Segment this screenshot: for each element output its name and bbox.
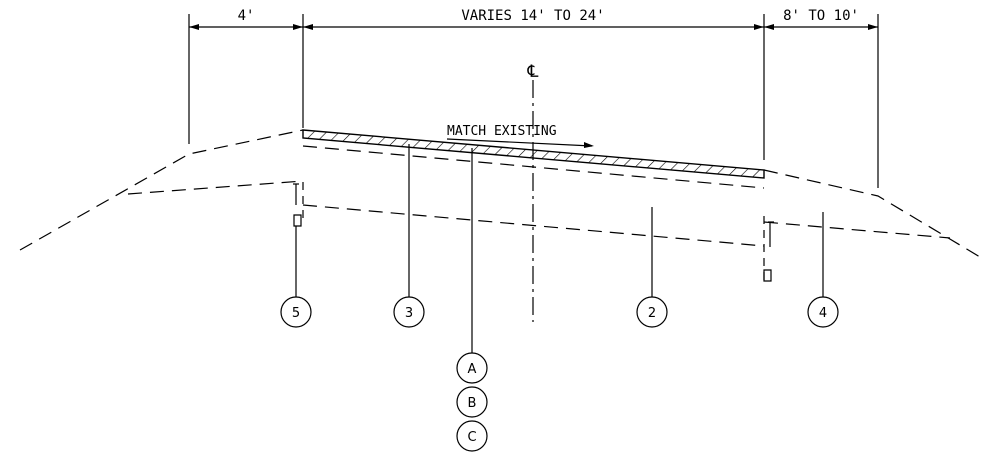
callout-a-label: A <box>468 362 477 377</box>
dimension-extension-lines <box>188 14 879 188</box>
match-existing-label: MATCH EXISTING <box>447 124 557 139</box>
embankment-lines <box>19 129 986 261</box>
callout-3-label: 3 <box>405 306 413 321</box>
callout-b: B <box>456 386 488 418</box>
dimension-lines <box>189 24 878 30</box>
match-existing-arrow <box>446 138 594 148</box>
callout-5-label: 5 <box>292 306 300 321</box>
callout-a: A <box>456 352 488 384</box>
edge-markers <box>293 182 774 282</box>
callout-5: 5 <box>280 296 312 328</box>
callout-3: 3 <box>393 296 425 328</box>
callout-leaders <box>295 144 824 353</box>
callout-c: C <box>456 420 488 452</box>
dimension-label-right: 8' TO 10' <box>783 8 859 24</box>
callout-2: 2 <box>636 296 668 328</box>
existing-pavement-hatch <box>302 129 765 179</box>
callout-4: 4 <box>807 296 839 328</box>
callout-4-label: 4 <box>819 306 827 321</box>
callout-2-label: 2 <box>648 306 656 321</box>
callout-b-label: B <box>468 396 477 411</box>
centerline-symbol: ℄ <box>527 62 539 82</box>
dimension-label-middle: VARIES 14' TO 24' <box>461 8 604 24</box>
dimension-label-left: 4' <box>238 8 255 24</box>
callout-c-label: C <box>467 430 476 445</box>
